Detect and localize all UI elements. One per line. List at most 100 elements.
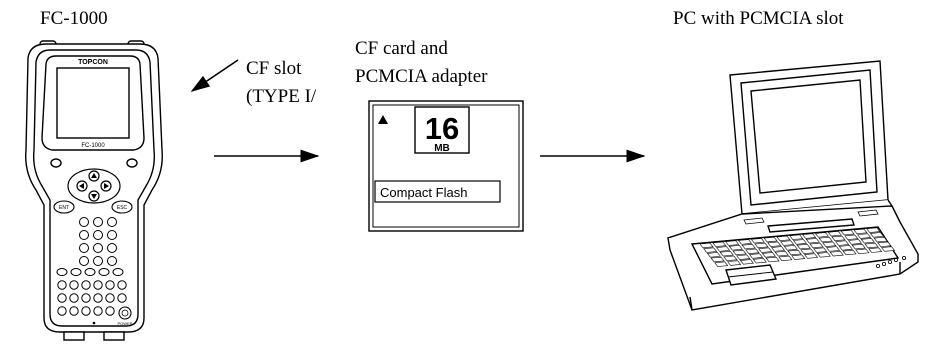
laptop-key (706, 252, 721, 258)
keypad-key[interactable] (93, 230, 103, 240)
function-key[interactable] (112, 268, 124, 276)
device-title: FC-1000 (40, 8, 108, 29)
laptop-key (804, 253, 819, 259)
laptop-key (761, 252, 776, 258)
keypad-key[interactable] (81, 280, 91, 290)
keypad-key[interactable] (69, 280, 79, 290)
laptop-key (792, 239, 808, 245)
keypad-key[interactable] (117, 293, 127, 303)
keypad-key[interactable] (105, 306, 115, 316)
laptop-key (750, 238, 765, 244)
laptop-key (816, 252, 831, 258)
laptop-key (831, 235, 846, 242)
keypad[interactable] (56, 217, 127, 316)
keypad-key[interactable] (107, 230, 117, 240)
laptop-key (818, 236, 833, 243)
keypad-key[interactable] (93, 293, 103, 303)
laptop-key (825, 246, 841, 252)
function-key[interactable] (98, 268, 110, 276)
laptop-key (800, 248, 815, 254)
laptop-key (737, 239, 753, 245)
laptop-key (699, 242, 714, 249)
laptop-key (719, 250, 734, 257)
laptop-key (745, 248, 760, 254)
laptop-key (767, 241, 782, 247)
keypad-key[interactable] (69, 293, 79, 303)
keypad-key[interactable] (81, 293, 91, 303)
laptop-key (787, 249, 802, 256)
keypad-key[interactable] (93, 217, 103, 227)
function-key[interactable] (70, 268, 82, 276)
laptop-keyboard (699, 227, 896, 267)
laptop-key (789, 234, 804, 240)
keypad-key[interactable] (117, 280, 127, 290)
keypad-key[interactable] (81, 306, 91, 316)
ent-key[interactable] (53, 200, 75, 214)
keypad-key[interactable] (57, 280, 67, 290)
laptop-key (765, 256, 780, 263)
laptop-key (877, 241, 892, 247)
keypad-key[interactable] (79, 256, 89, 266)
laptop-key (714, 261, 729, 267)
brand-logo: TOPCON (78, 59, 108, 66)
keypad-key[interactable] (79, 217, 89, 227)
laptop-key (754, 242, 769, 249)
keypad-key[interactable] (57, 306, 67, 316)
laptop-key (712, 241, 727, 247)
laptop-key (749, 253, 764, 259)
laptop-key (853, 228, 868, 235)
keypad-key[interactable] (93, 256, 103, 266)
keypad-key[interactable] (105, 293, 115, 303)
laptop-key (805, 238, 820, 244)
laptop-key (723, 255, 738, 262)
keypad-key[interactable] (79, 230, 89, 240)
keypad-key[interactable] (93, 243, 103, 253)
laptop-key (835, 240, 850, 246)
laptop-key (838, 245, 853, 251)
cf-card-inner (372, 104, 520, 228)
card-label: Compact Flash (380, 185, 467, 200)
laptop-key (868, 247, 883, 253)
keypad-key[interactable] (93, 306, 103, 316)
laptop-key (842, 249, 857, 256)
keypad-key[interactable] (93, 280, 103, 290)
keypad-key[interactable] (107, 256, 117, 266)
laptop-key (776, 235, 791, 242)
laptop-key (802, 233, 817, 239)
capacity-box (414, 106, 470, 154)
esc-key-label: ESC (117, 205, 128, 211)
power-key[interactable] (118, 306, 132, 320)
keypad-key[interactable] (79, 243, 89, 253)
laptop-key (710, 256, 725, 263)
laptop-key (796, 243, 811, 250)
function-key[interactable] (84, 268, 96, 276)
keypad-key[interactable] (105, 280, 115, 290)
keypad-key[interactable] (107, 243, 117, 253)
laptop-key (847, 239, 863, 245)
keypad-key[interactable] (57, 293, 67, 303)
card-capacity: 16 (425, 111, 459, 146)
laptop-key (866, 227, 881, 233)
model-label: FC-1000 (81, 143, 105, 149)
card-title-line1: CF card and (355, 38, 448, 59)
laptop-key (739, 259, 754, 265)
laptop-key (829, 251, 844, 257)
keypad-key[interactable] (107, 217, 117, 227)
card-capacity-unit: MB (434, 143, 450, 154)
laptop-key (715, 246, 731, 252)
laptop-key (851, 243, 866, 250)
esc-key[interactable] (111, 200, 133, 214)
card-label-box (374, 180, 501, 203)
laptop-key (736, 254, 751, 260)
function-key[interactable] (56, 268, 68, 276)
keypad-key[interactable] (69, 306, 79, 316)
laptop-key (880, 246, 896, 252)
cf-slot-label-line2: (TYPE I/ (246, 86, 317, 107)
laptop-key (827, 231, 842, 237)
laptop-key (741, 243, 756, 250)
laptop-key (770, 246, 786, 252)
laptop-key (814, 232, 829, 238)
laptop-key (822, 241, 837, 247)
cf-slot-pointer-arrow (190, 59, 239, 92)
laptop-key (727, 260, 742, 266)
